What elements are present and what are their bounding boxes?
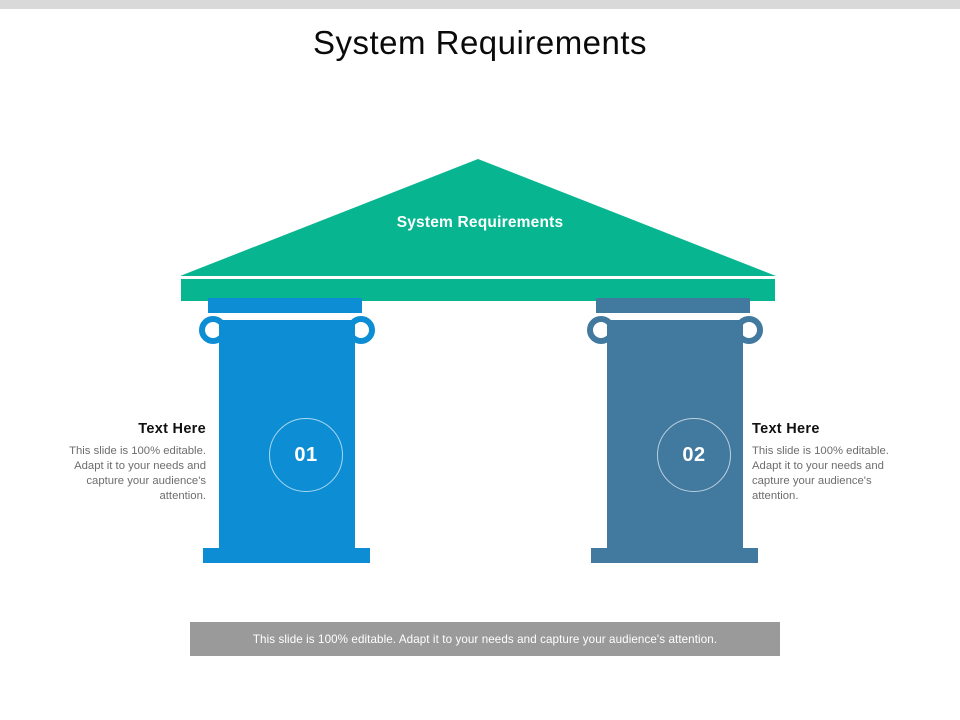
column-02-number-badge: 02 xyxy=(657,418,731,492)
side-text-block-left: Text Here This slide is 100% editable. A… xyxy=(56,421,206,504)
page-title: System Requirements xyxy=(312,24,648,61)
column-01-plinth xyxy=(203,548,370,563)
column-01-volute-left-icon xyxy=(199,316,227,344)
column-01-volute-right-icon xyxy=(347,316,375,344)
roof-label: System Requirements xyxy=(396,214,564,231)
side-heading-right: Text Here xyxy=(752,421,820,437)
side-text-block-right: Text Here This slide is 100% editable. A… xyxy=(752,421,902,504)
column-02-shaft: 02 xyxy=(607,320,743,548)
column-02-volute-left-icon xyxy=(587,316,615,344)
column-01-number: 01 xyxy=(294,443,318,466)
column-01-shaft: 01 xyxy=(219,320,355,548)
column-01[interactable]: 01 xyxy=(193,296,375,568)
column-02-plinth xyxy=(591,548,758,563)
column-01-number-badge: 01 xyxy=(269,418,343,492)
roof-triangle-icon xyxy=(180,159,776,276)
top-strip xyxy=(0,0,960,9)
side-body-left: This slide is 100% editable. Adapt it to… xyxy=(69,445,206,502)
column-02-number: 02 xyxy=(682,443,706,466)
roof-entablature xyxy=(181,279,775,301)
column-02-abacus xyxy=(596,298,750,313)
column-01-abacus xyxy=(208,298,362,313)
footer-text: This slide is 100% editable. Adapt it to… xyxy=(252,632,718,646)
side-body-right: This slide is 100% editable. Adapt it to… xyxy=(752,445,889,502)
footer-bar: This slide is 100% editable. Adapt it to… xyxy=(190,622,780,656)
column-02[interactable]: 02 xyxy=(581,296,763,568)
side-heading-left: Text Here xyxy=(138,421,206,437)
column-02-volute-right-icon xyxy=(735,316,763,344)
